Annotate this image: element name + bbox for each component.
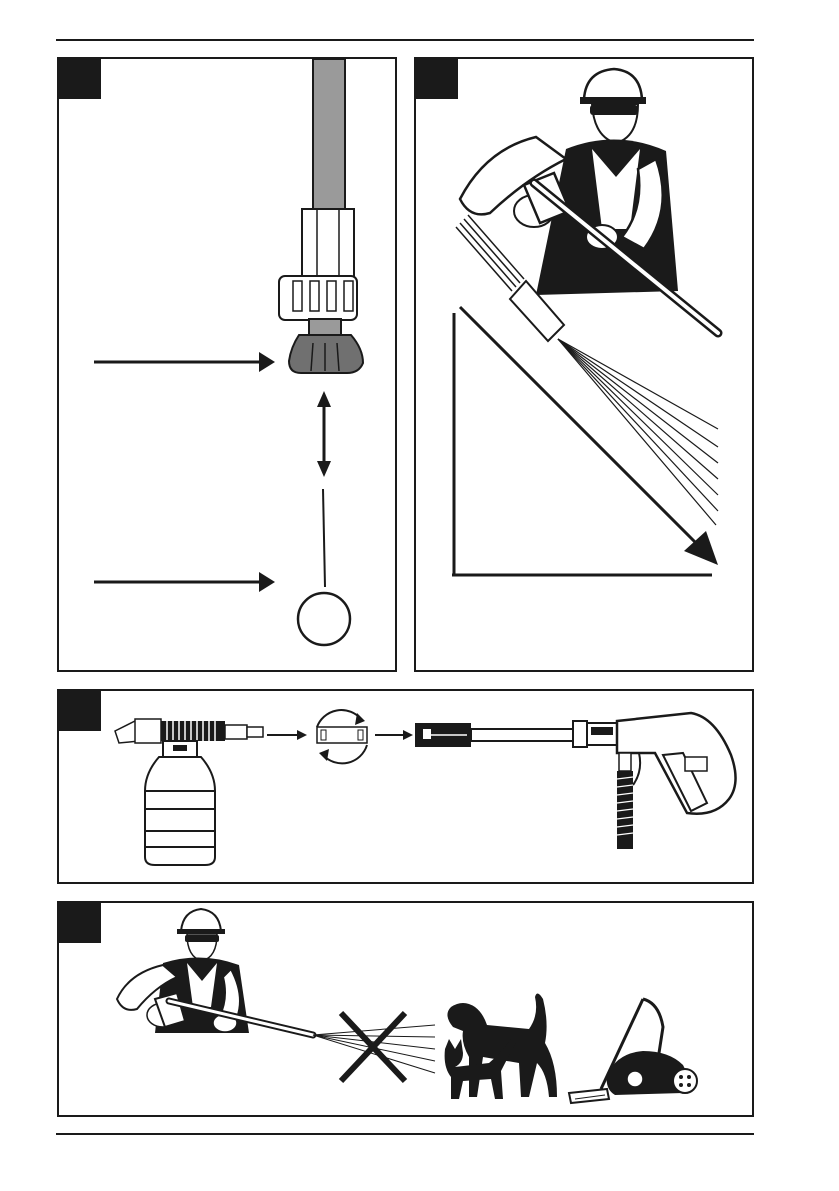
vacuum-cleaner-icon [569,999,697,1103]
spray-gun-icon [573,713,736,849]
top-rule [56,39,754,41]
spraying-angle-diagram [416,59,752,670]
nozzle-cleaning-diagram [59,59,395,670]
panel-4 [57,901,754,1117]
foam-bottle-icon [115,719,263,865]
warning-diagram [59,903,752,1115]
panel-2 [414,57,754,672]
rotate-icon [317,710,367,763]
foam-assembly-diagram [59,691,752,882]
bottom-rule [56,1133,754,1135]
panel-3 [57,689,754,884]
panel-1 [57,57,397,672]
dog-icon [447,993,557,1097]
